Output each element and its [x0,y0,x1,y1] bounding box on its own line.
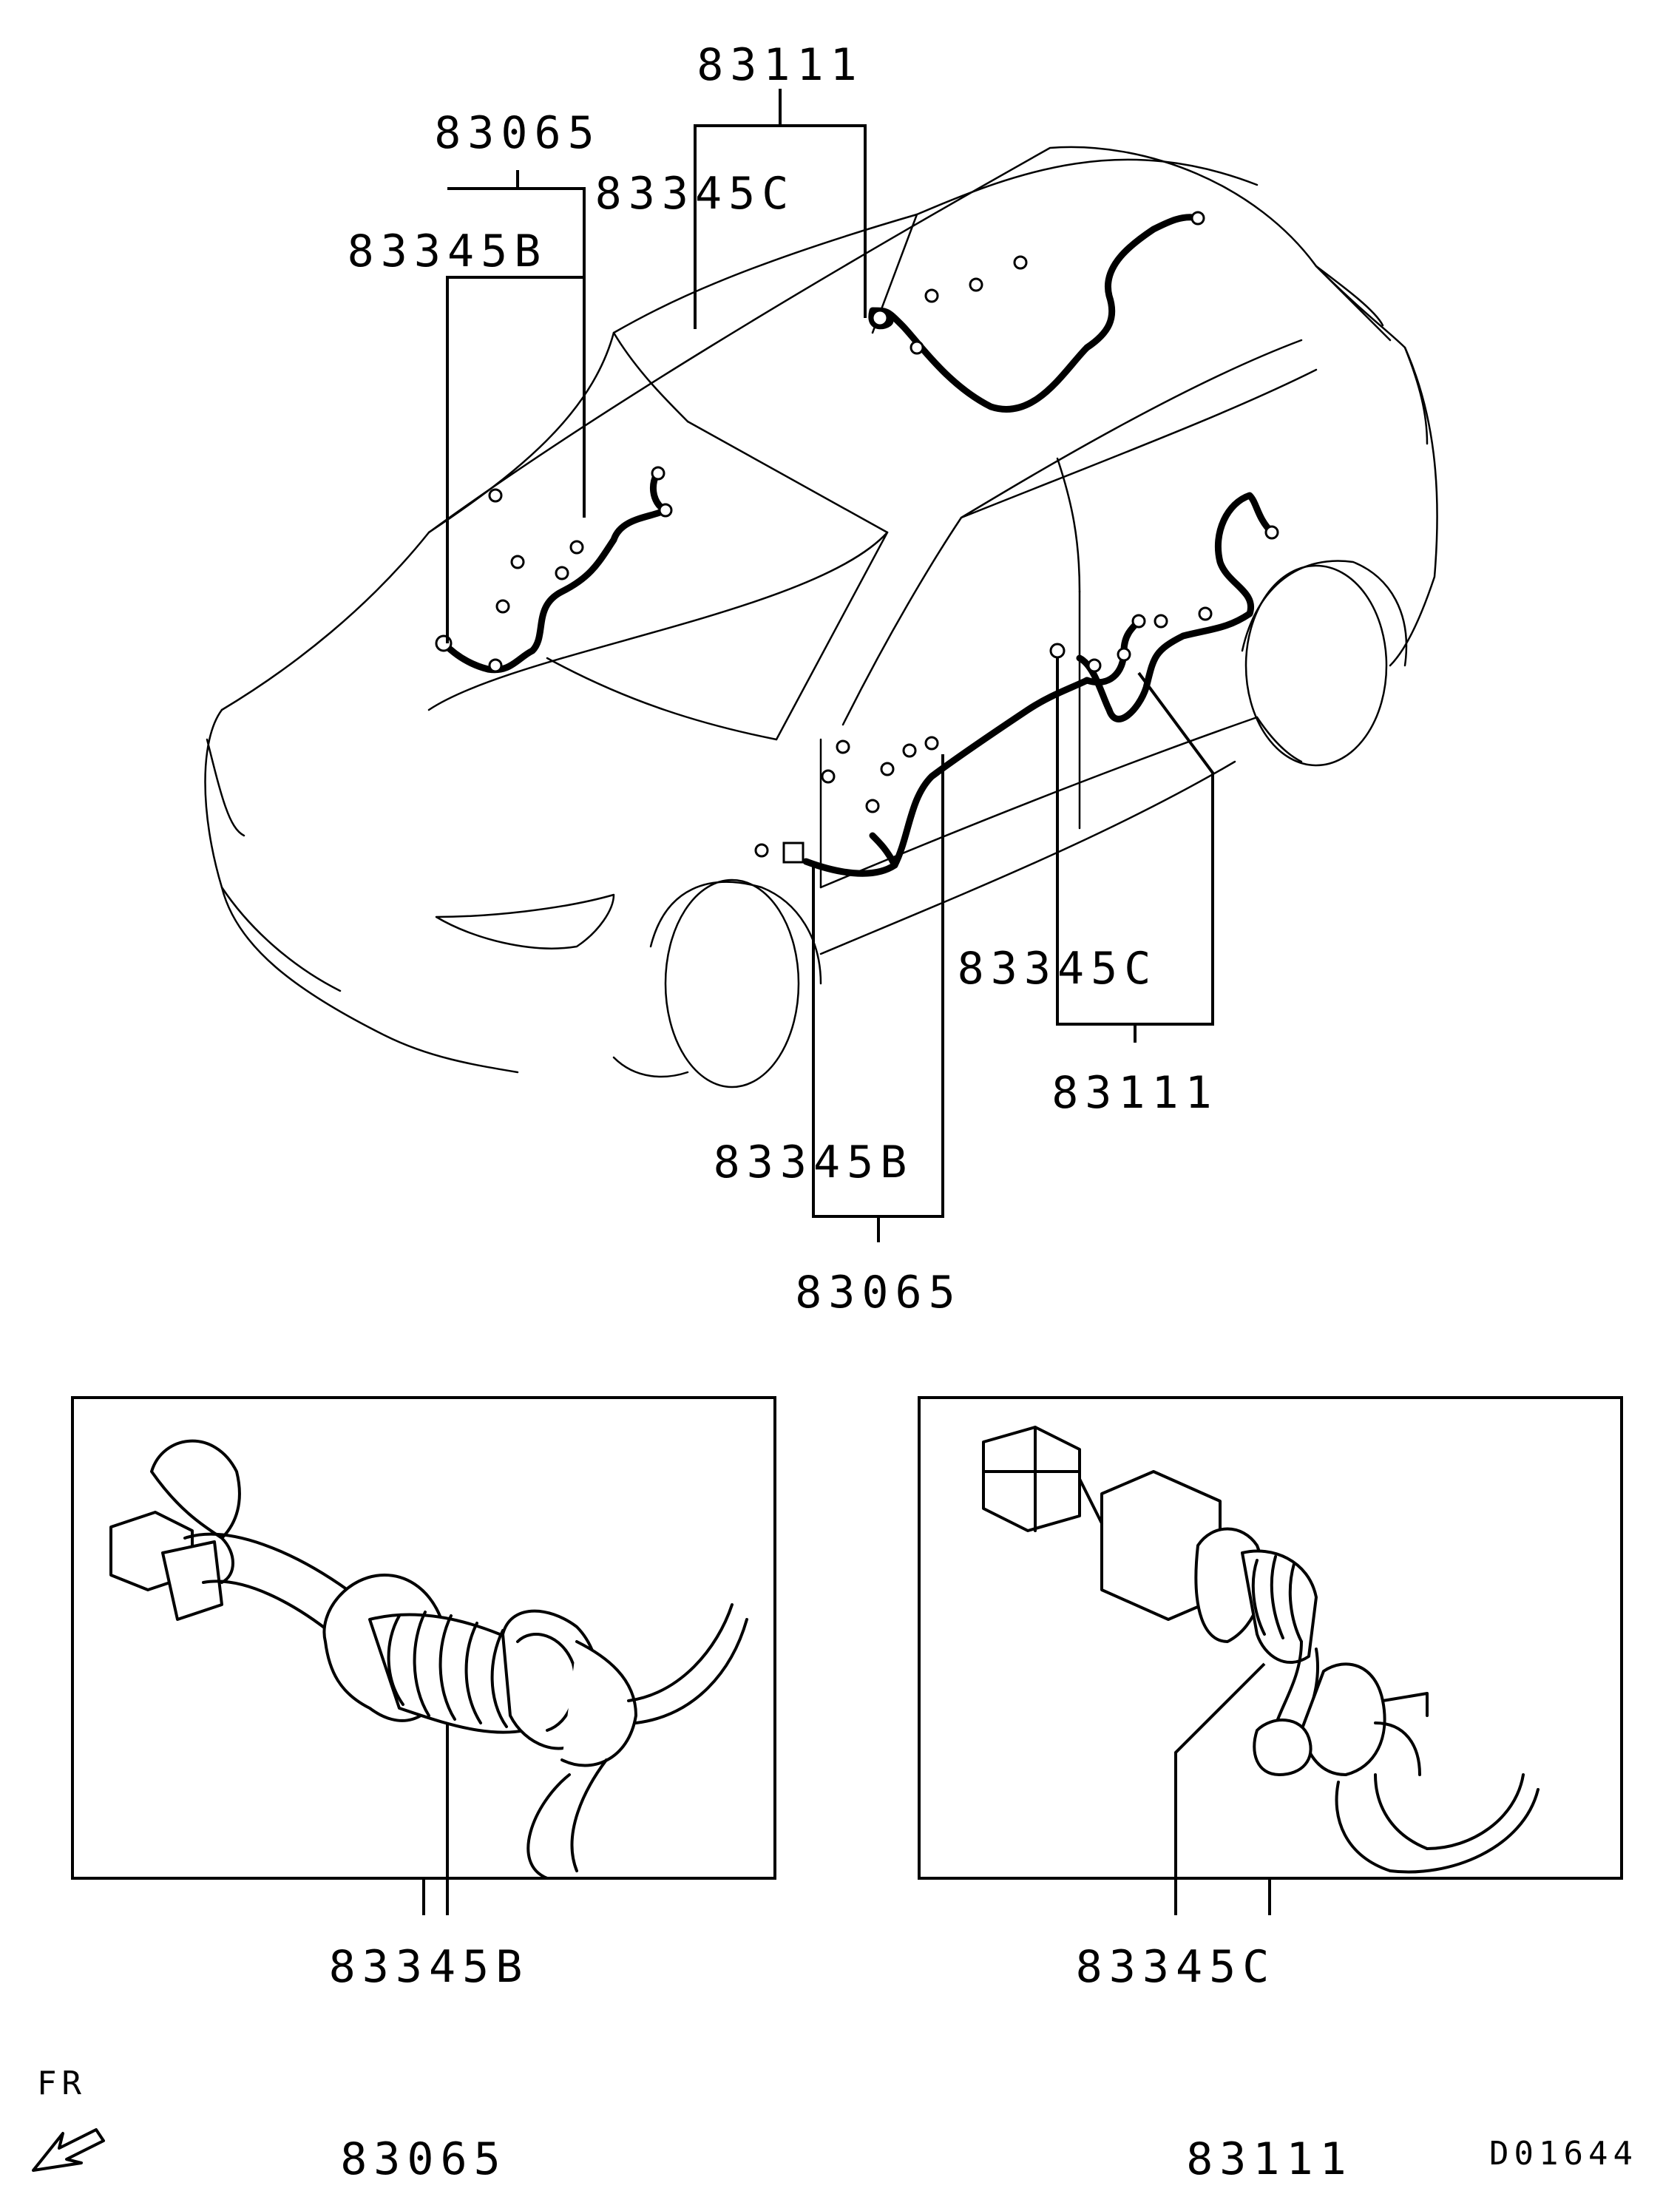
detail-box-83345C: 83345C 83111 [918,1396,1623,2185]
front-direction-label: FR [37,2065,87,2102]
callout-label: 83345B [348,226,548,277]
callout-label: 83345C [595,168,796,220]
callout-83065-top: 83065 [434,107,601,643]
callout-label: 83345B [714,1137,914,1188]
callout-label: 83065 [434,107,601,159]
callout-label: 83111 [1051,1067,1219,1119]
callout-label: 83111 [697,39,864,91]
callout-label: 83345C [958,943,1158,995]
detail-assembly-label: 83065 [340,2133,507,2185]
detail-box-83345B: 83345B 83065 [71,1396,776,2185]
car-body-outline [204,146,1438,1088]
drawing-code: D01644 [1489,2135,1638,2173]
rear-right-door-harness [1049,492,1279,722]
callout-label: 83065 [795,1267,962,1318]
detail-part-label: 83345C [1076,1941,1276,1993]
front-left-door-harness [435,466,673,674]
detail-part-label: 83345B [329,1941,529,1993]
front-right-door-harness [754,614,1146,877]
rear-left-door-harness [868,211,1205,413]
front-direction-arrow-icon [32,2128,105,2172]
callout-83111-top: 83111 [694,39,867,329]
detail-assembly-label: 83111 [1186,2133,1353,2185]
callout-83111-door: 83345C 83111 [958,658,1219,1119]
callout-83065-door: 83345B 83065 [714,754,962,1318]
front-direction-indicator: FR [32,2065,105,2172]
